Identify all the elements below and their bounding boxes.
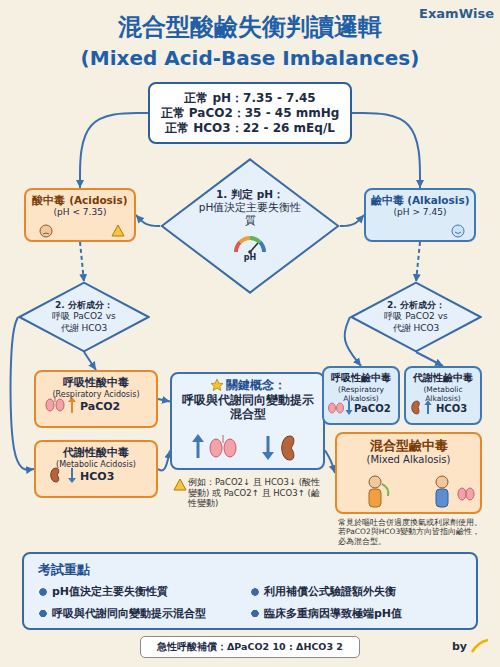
node-text: PaCO2 bbox=[80, 400, 120, 414]
example-note: 例如：PaCO2↓ 且 HCO3↓ (酸性變動) 或 PaCO2↑ 且 HCO3… bbox=[172, 477, 327, 509]
flow-arrow bbox=[80, 242, 84, 282]
star-icon bbox=[211, 379, 223, 391]
gauge-label: pH bbox=[240, 253, 260, 263]
lungs-icon bbox=[210, 435, 236, 457]
node-text: (Respiratory Alkalosis) bbox=[328, 385, 394, 404]
worried-face bbox=[40, 225, 52, 237]
flow-arrow bbox=[416, 242, 420, 282]
node-text: HCO3 bbox=[436, 403, 467, 416]
node-text: (Mixed Alkalosis) bbox=[367, 454, 451, 467]
formula-box: 急性呼酸補償：ΔPaCO2 10 : ΔHCO3 2 bbox=[140, 636, 360, 658]
flow-arrow bbox=[80, 113, 148, 188]
node-text: 臨床多重病因導致極端pH值 bbox=[250, 607, 402, 621]
warning-icon bbox=[112, 225, 124, 236]
node-heading: 呼吸性鹼中毒 bbox=[331, 372, 391, 385]
result-box: 混合型鹼中毒(Mixed Alkalosis) bbox=[335, 432, 482, 514]
kidney-icon bbox=[412, 401, 420, 414]
node-heading: 鹼中毒 (Alkalosis) bbox=[371, 194, 470, 207]
node-heading: 呼吸性酸中毒 bbox=[63, 376, 129, 390]
flow-arrow bbox=[84, 352, 96, 370]
flow-arrow bbox=[352, 113, 420, 188]
flow-arrow bbox=[158, 399, 170, 401]
node-heading: 正常 pH：7.35 - 7.45 bbox=[184, 91, 315, 106]
warning-icon bbox=[174, 479, 186, 490]
node-heading: 急性呼酸補償：ΔPaCO2 10 : ΔHCO3 2 bbox=[157, 641, 343, 653]
flow-arrow bbox=[158, 450, 170, 470]
flow-arrow bbox=[345, 317, 361, 366]
flow-arrow bbox=[136, 215, 160, 226]
clinical-note: 常見於嘔吐合併過度換氣或利尿劑使用。若PaCO2與HCO3變動方向皆指向鹼性，必… bbox=[338, 518, 488, 546]
subtitle: (Mixed Acid-Base Imbalances) bbox=[0, 46, 500, 71]
flow-arrow bbox=[325, 450, 335, 473]
lungs-icon bbox=[46, 396, 64, 411]
node-text: 正常 HCO3：22 - 26 mEq/L bbox=[165, 121, 335, 136]
up-arrow bbox=[192, 434, 204, 458]
flow-arrow bbox=[11, 317, 34, 470]
node-heading: 代謝性酸中毒 bbox=[63, 446, 129, 460]
node-heading: 1. 判定 pH： bbox=[216, 188, 284, 201]
kidney-icon bbox=[51, 468, 59, 482]
node-text: pH值決定主要失衡性質 bbox=[194, 201, 306, 227]
normal-values-box: 正常 pH：7.35 - 7.45正常 PaCO2：35 - 45 mmHg正常… bbox=[148, 82, 352, 144]
brand-label: ExamWise bbox=[410, 6, 494, 22]
process-box: 代謝性鹼中毒(Metabolic Alkalosis)HCO3 bbox=[404, 366, 482, 425]
ph-gauge bbox=[236, 238, 264, 254]
flow-arrow bbox=[340, 215, 364, 226]
kidney-icon bbox=[282, 436, 294, 460]
node-heading: 混合型鹼中毒 bbox=[370, 438, 448, 454]
node-heading: 2. 分析成分： bbox=[387, 300, 445, 311]
node-heading: 關鍵概念： bbox=[210, 378, 286, 393]
node-heading: 酸中毒 (Acidosis) bbox=[32, 194, 127, 207]
decision-diamond: 2. 分析成分：呼吸 PaCO2 vs 代謝 HCO3 bbox=[350, 282, 482, 352]
key-concept-box: 關鍵概念：呼吸與代謝同向變動提示混合型 bbox=[170, 372, 325, 470]
author-label: by bbox=[452, 640, 472, 654]
node-text: (pH > 7.45) bbox=[394, 207, 447, 218]
down-arrow bbox=[68, 468, 76, 483]
node-text: 正常 PaCO2：35 - 45 mmHg bbox=[161, 106, 340, 121]
node-text: (Respiratory Acidosis) bbox=[52, 390, 139, 400]
smiling-face bbox=[452, 225, 464, 237]
logo-swoosh bbox=[472, 640, 488, 652]
down-arrow bbox=[262, 436, 274, 460]
process-box: 呼吸性酸中毒(Respiratory Acidosis)PaCO2 bbox=[34, 370, 158, 428]
node-text: (Metabolic Acidosis) bbox=[56, 460, 136, 470]
decision-diamond: 2. 分析成分：呼吸 PaCO2 vs 代謝 HCO3 bbox=[18, 282, 150, 352]
node-text: 呼吸與代謝同向變動提示混合型 bbox=[178, 393, 317, 422]
node-heading: 代謝性鹼中毒 bbox=[413, 372, 473, 385]
node-text: pH值決定主要失衡性質 bbox=[38, 585, 168, 599]
up-arrow bbox=[425, 400, 432, 414]
hyperventilating-figure bbox=[436, 476, 474, 507]
node-text: 利用補償公式驗證額外失衡 bbox=[250, 585, 396, 599]
node-text: HCO3 bbox=[80, 470, 114, 484]
node-text: 呼吸 PaCO2 vs 代謝 HCO3 bbox=[381, 311, 451, 334]
process-box: 呼吸性鹼中毒(Respiratory Alkalosis)PaCO2 bbox=[322, 366, 400, 425]
lungs-icon bbox=[329, 403, 344, 413]
node-text: (Metabolic Alkalosis) bbox=[410, 385, 476, 404]
node-text: PaCO2 bbox=[354, 403, 391, 416]
flow-arrow bbox=[416, 352, 443, 366]
decision-diamond: 1. 判定 pH：pH值決定主要失衡性質 bbox=[160, 158, 340, 294]
node-text: (pH < 7.35) bbox=[54, 207, 107, 218]
exam-points-panel: 考試重點 pH值決定主要失衡性質 利用補償公式驗證額外失衡呼吸與代謝同向變動提示混合… bbox=[22, 552, 478, 630]
node-heading: 2. 分析成分： bbox=[55, 300, 113, 311]
node-text: 呼吸與代謝同向變動提示混合型 bbox=[38, 607, 206, 621]
up-arrow bbox=[68, 397, 76, 413]
down-arrow bbox=[346, 401, 353, 415]
node-heading: 考試重點 bbox=[38, 562, 90, 578]
node-text: 呼吸 PaCO2 vs 代謝 HCO3 bbox=[49, 311, 119, 334]
vomiting-figure bbox=[369, 476, 388, 507]
